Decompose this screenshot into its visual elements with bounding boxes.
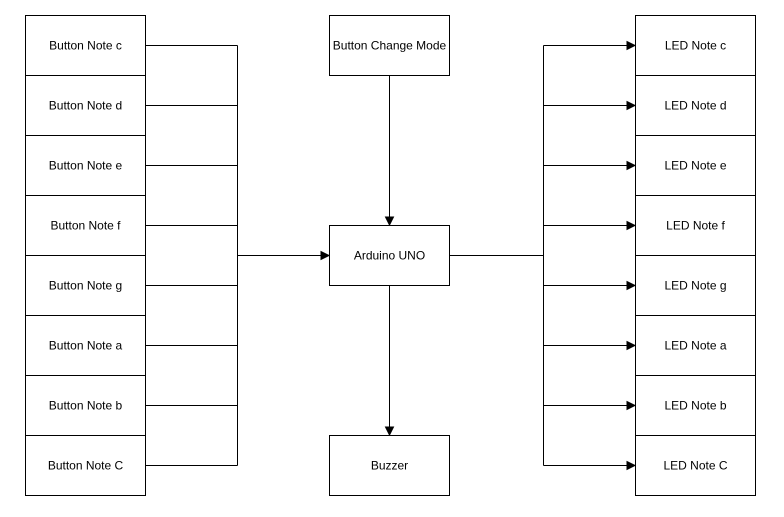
edge-bus-to-led-b-arrowhead (626, 400, 637, 411)
input-node-btn-b: Button Note b (25, 375, 146, 436)
input-node-btn-e-label: Button Note e (49, 159, 123, 173)
input-node-btn-e: Button Note e (25, 135, 146, 196)
output-node-led-b-box (635, 375, 756, 436)
arduino-node: Arduino UNO (329, 225, 450, 286)
output-node-led-f: LED Note f (635, 195, 756, 256)
output-node-led-e: LED Note e (635, 135, 756, 196)
nodes: Button Note c Button Note d Button Note e B… (25, 15, 756, 496)
input-node-btn-a: Button Note a (25, 315, 146, 376)
output-node-led-b: LED Note b (635, 375, 756, 436)
edge-bus-to-led-f-arrowhead (626, 220, 637, 231)
edge-bus-to-led-a-arrowhead (626, 340, 637, 351)
edge-bus-to-led-g-arrowhead (626, 280, 637, 291)
buzzer-node-box (329, 435, 450, 496)
input-node-btn-c-box (25, 15, 146, 76)
output-node-led-g: LED Note g (635, 255, 756, 316)
input-node-btn-C-label: Button Note C (48, 459, 124, 473)
input-node-btn-b-box (25, 375, 146, 436)
output-node-led-C-box (635, 435, 756, 496)
output-node-led-c-label: LED Note c (665, 39, 726, 53)
arduino-node-box (329, 225, 450, 286)
input-node-btn-d-box (25, 75, 146, 136)
input-node-btn-d: Button Note d (25, 75, 146, 136)
output-node-led-f-label: LED Note f (666, 219, 725, 233)
buzzer-node: Buzzer (329, 435, 450, 496)
output-node-led-g-label: LED Note g (664, 279, 726, 293)
edge-bus-to-led-d-arrowhead (626, 100, 637, 111)
mode-button-node: Button Change Mode (329, 15, 450, 76)
output-node-led-e-box (635, 135, 756, 196)
input-node-btn-a-label: Button Note a (49, 339, 123, 353)
output-node-led-a: LED Note a (635, 315, 756, 376)
edge-bus-to-led-e-arrowhead (626, 160, 637, 171)
input-node-btn-e-box (25, 135, 146, 196)
output-node-led-C: LED Note C (635, 435, 756, 496)
input-node-btn-c: Button Note c (25, 15, 146, 76)
mode-button-node-label: Button Change Mode (333, 39, 447, 53)
input-node-btn-f: Button Note f (25, 195, 146, 256)
input-node-btn-f-label: Button Note f (50, 219, 121, 233)
buzzer-node-label: Buzzer (371, 459, 408, 473)
output-node-led-e-label: LED Note e (664, 159, 726, 173)
output-node-led-a-label: LED Note a (664, 339, 726, 353)
mode-button-node-box (329, 15, 450, 76)
output-node-led-b-label: LED Note b (664, 399, 726, 413)
output-node-led-d-box (635, 75, 756, 136)
arduino-node-label: Arduino UNO (354, 249, 425, 263)
input-node-btn-b-label: Button Note b (49, 399, 123, 413)
output-node-led-g-box (635, 255, 756, 316)
output-node-led-C-label: LED Note C (663, 459, 727, 473)
output-node-led-d-label: LED Note d (664, 99, 726, 113)
input-node-btn-d-label: Button Note d (49, 99, 122, 113)
input-node-btn-g-label: Button Note g (49, 279, 122, 293)
edge-mode-to-arduino-arrowhead (384, 216, 395, 227)
output-node-led-c-box (635, 15, 756, 76)
input-node-btn-c-label: Button Note c (49, 39, 122, 53)
edge-inputs-to-arduino-arrowhead (320, 250, 331, 261)
input-node-btn-g-box (25, 255, 146, 316)
edge-arduino-to-buzzer-arrowhead (384, 426, 395, 437)
input-node-btn-f-box (25, 195, 146, 256)
input-node-btn-g: Button Note g (25, 255, 146, 316)
edge-bus-to-led-C-arrowhead (626, 460, 637, 471)
output-node-led-f-box (635, 195, 756, 256)
input-node-btn-C-box (25, 435, 146, 496)
connections (146, 40, 637, 471)
input-node-btn-a-box (25, 315, 146, 376)
input-node-btn-C: Button Note C (25, 435, 146, 496)
output-node-led-c: LED Note c (635, 15, 756, 76)
edge-bus-to-led-c-arrowhead (626, 40, 637, 51)
output-node-led-d: LED Note d (635, 75, 756, 136)
